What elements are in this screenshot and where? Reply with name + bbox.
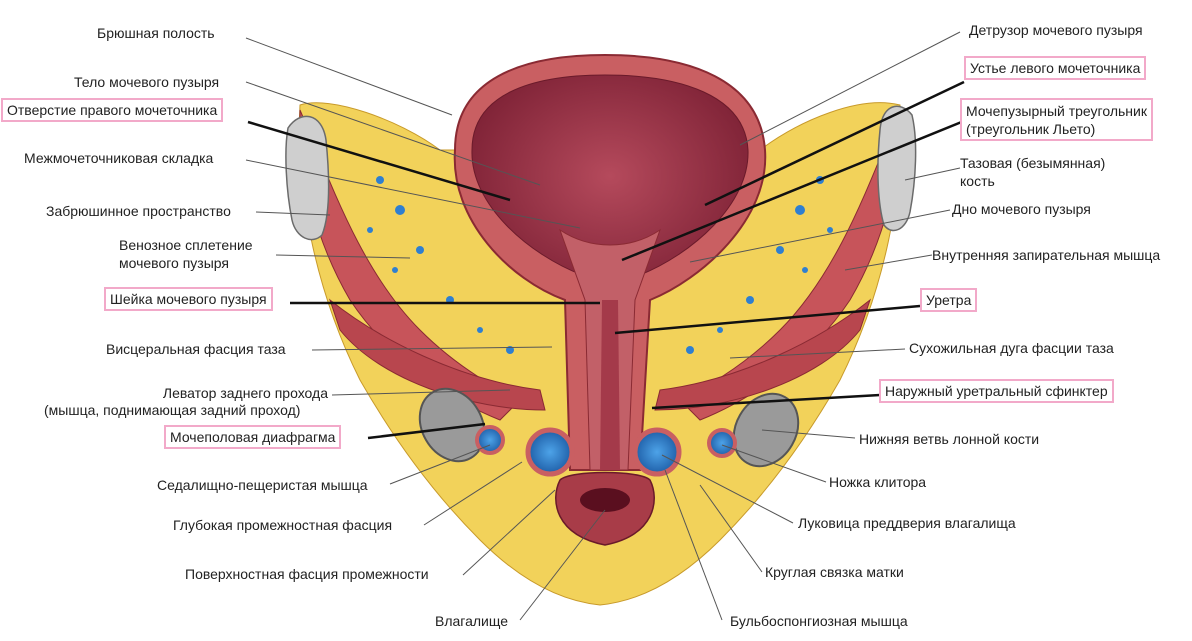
label-deep-perineal-fascia: Глубокая промежностная фасция (173, 517, 393, 533)
label-tendinous-arch: Сухожильная дуга фасции таза (909, 340, 1114, 356)
label-superficial-perineal-fascia: Поверхностная фасция промежности (185, 566, 429, 582)
label-trigone-2: (треугольник Льето) (966, 121, 1096, 137)
clitoris-crus-left (475, 425, 505, 455)
label-obturator-internus: Внутренняя запирательная мышца (932, 247, 1161, 263)
vagina-lumen (580, 488, 630, 512)
label-levator-ani-2: (мышца, поднимающая задний проход) (44, 402, 301, 418)
label-venous-plexus-2: мочевого пузыря (119, 255, 229, 271)
clitoris-crus-right (707, 428, 737, 458)
label-vagina: Влагалище (435, 613, 509, 629)
label-external-sphincter: Наружный уретральный сфинктер (879, 379, 1114, 403)
pelvic-bone-left (285, 115, 330, 241)
label-trigone: Мочепузырный треугольник (треугольник Ль… (960, 98, 1153, 141)
label-urogenital-diaphragm: Мочеполовая диафрагма (164, 425, 342, 449)
urethra-channel (600, 300, 620, 470)
label-bladder-body: Тело мочевого пузыря (74, 74, 220, 90)
label-visceral-fascia: Висцеральная фасция таза (106, 341, 286, 357)
leader-lines (245, 31, 961, 621)
label-venous-plexus-1: Венозное сплетение (119, 237, 253, 253)
label-urethra: Уретра (920, 288, 978, 312)
label-bulbospongiosus: Бульбоспонгиозная мышца (730, 613, 908, 629)
label-ischiocavernosus: Седалищно-пещеристая мышца (157, 477, 368, 493)
levator-ani-right (654, 298, 872, 411)
levator-ani-left (328, 298, 546, 411)
label-inferior-pubic-ramus: Нижняя ветвь лонной кости (859, 431, 1040, 447)
vestibular-bulb-left (525, 427, 575, 477)
label-left-ureter-orifice: Устье левого мочеточника (964, 56, 1147, 80)
label-retroperitoneal-space: Забрюшинное пространство (46, 203, 231, 219)
pelvic-bone-right (877, 105, 917, 232)
label-pelvic-bone-1: Тазовая (безымянная) (960, 155, 1106, 171)
label-vestibular-bulb: Луковица преддверия влагалища (798, 515, 1016, 531)
label-bladder-neck: Шейка мочевого пузыря (104, 287, 273, 311)
label-interureteric-fold: Межмочеточниковая складка (24, 150, 214, 166)
label-clitoris-crus: Ножка клитора (829, 474, 927, 490)
label-peritoneal-cavity: Брюшная полость (97, 25, 215, 41)
bladder-lumen (471, 74, 749, 301)
label-levator-ani-1: Леватор заднего прохода (162, 385, 328, 401)
label-right-ureter-orifice: Отверстие правого мочеточника (1, 98, 224, 122)
label-detrusor: Детрузор мочевого пузыря (969, 22, 1143, 38)
label-round-ligament: Круглая связка матки (765, 564, 904, 580)
label-pelvic-bone-2: кость (960, 173, 995, 189)
label-bladder-fundus: Дно мочевого пузыря (952, 201, 1091, 217)
vestibular-bulb-right (632, 427, 682, 477)
label-trigone-1: Мочепузырный треугольник (966, 103, 1147, 119)
highlight-leader-lines (247, 80, 965, 440)
